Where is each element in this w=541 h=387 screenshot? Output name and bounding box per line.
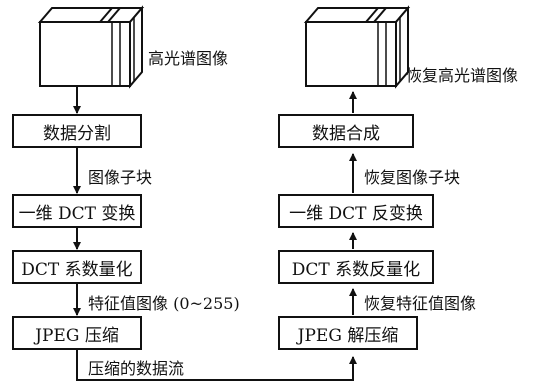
edge-label-sub-blocks: 图像子块 xyxy=(88,168,153,187)
arrow-stream xyxy=(76,350,357,381)
step-coef-dequantize: DCT 系数反量化 xyxy=(278,250,434,284)
left-cube-label: 高光谱图像 xyxy=(148,49,229,68)
step-jpeg-compress: JPEG 压缩 xyxy=(12,316,142,350)
left-arrows xyxy=(73,86,357,381)
edge-label-data-stream: 压缩的数据流 xyxy=(88,359,185,378)
right-cube-icon xyxy=(303,5,411,89)
edge-label-feature-image: 特征值图像 (0~255) xyxy=(88,294,240,313)
right-cube-label: 恢复高光谱图像 xyxy=(406,66,519,85)
left-cube-icon xyxy=(37,5,145,89)
step-dct-transform: 一维 DCT 变换 xyxy=(12,194,142,228)
edge-label-restored-feature-image: 恢复特征值图像 xyxy=(364,294,477,313)
edge-label-restored-sub-blocks: 恢复图像子块 xyxy=(364,168,461,187)
step-inverse-dct: 一维 DCT 反变换 xyxy=(278,194,434,228)
step-coef-quantize: DCT 系数量化 xyxy=(12,250,142,284)
step-jpeg-decompress: JPEG 解压缩 xyxy=(278,316,418,350)
step-data-merge: 数据合成 xyxy=(278,114,414,148)
step-data-split: 数据分割 xyxy=(12,114,142,148)
